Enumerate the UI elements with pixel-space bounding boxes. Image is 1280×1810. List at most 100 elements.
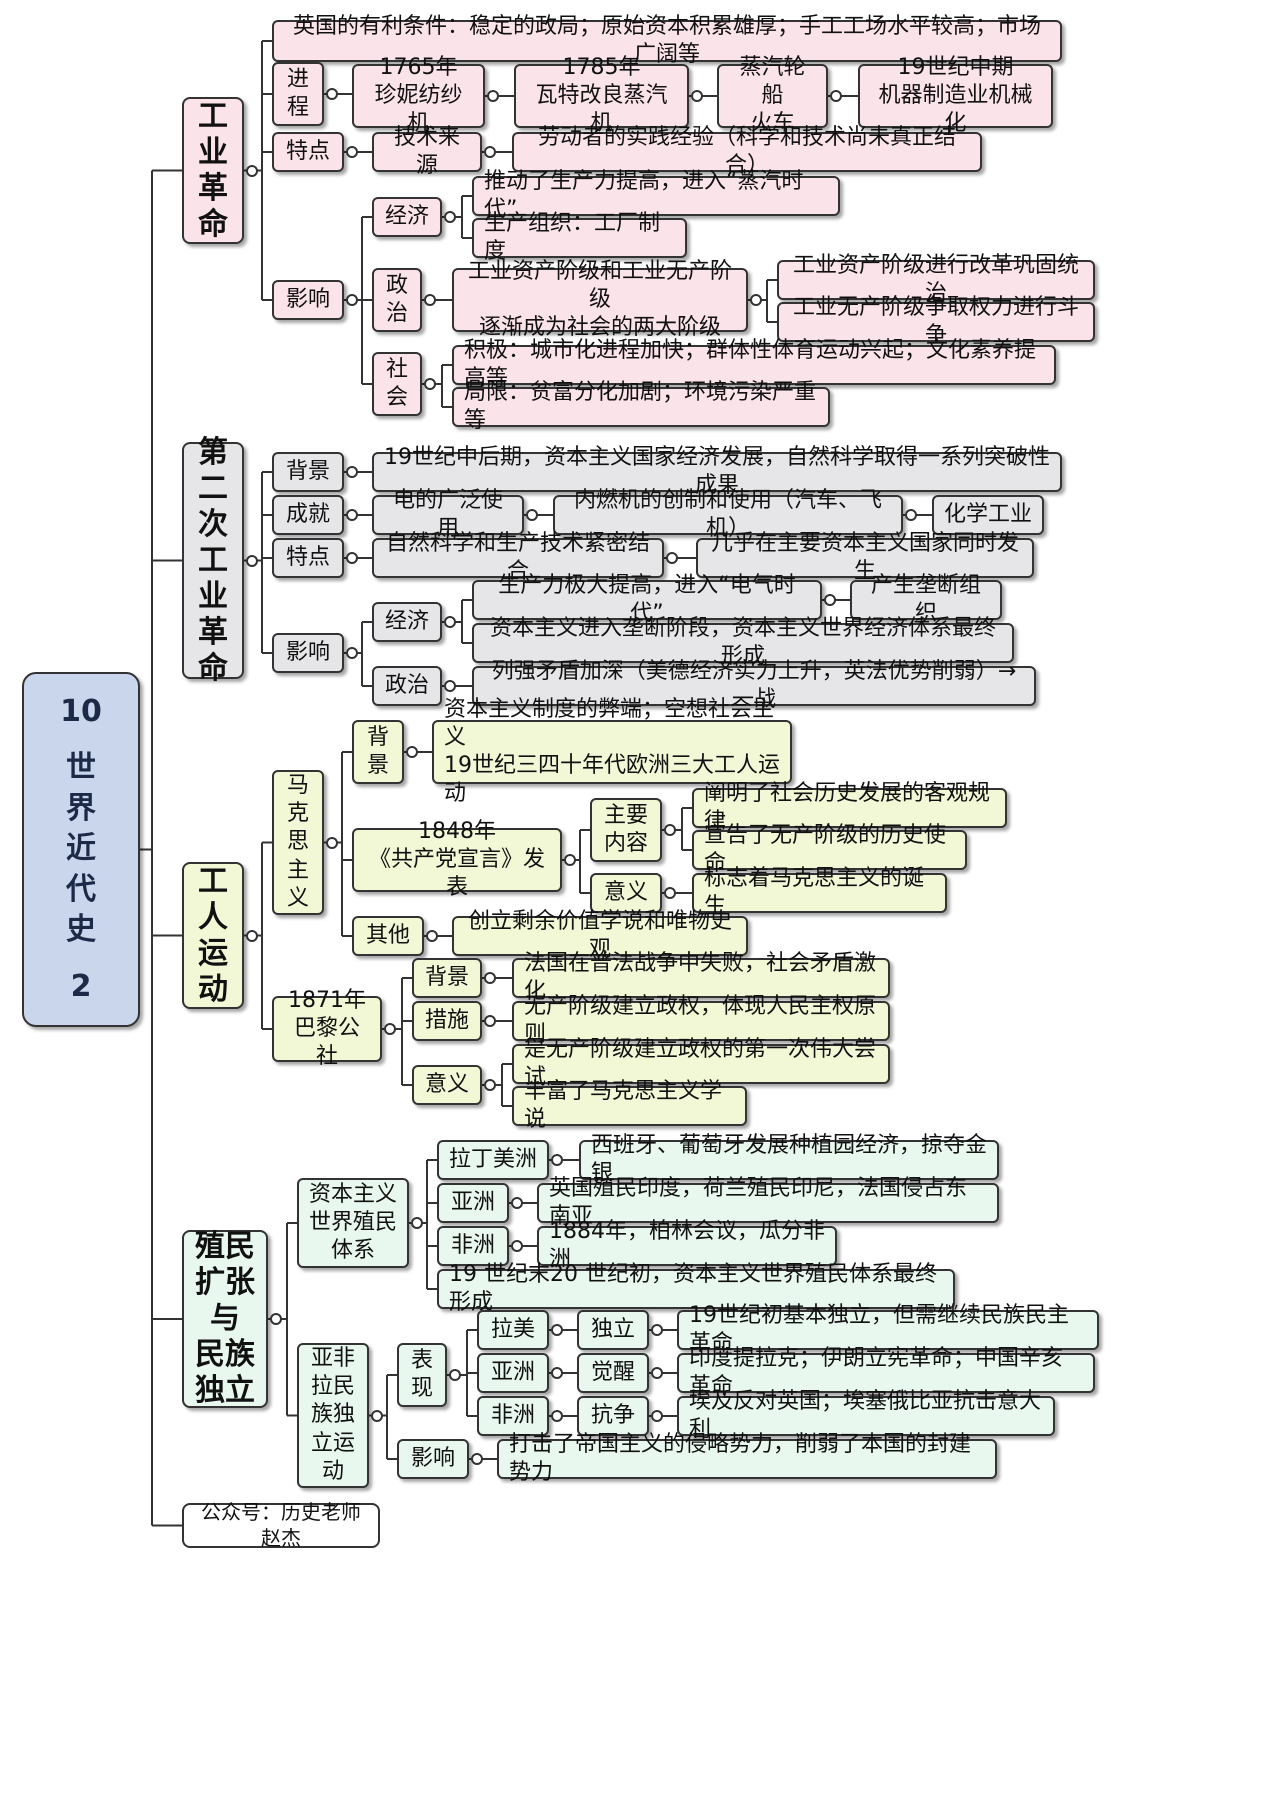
connector-knot: [564, 854, 576, 866]
meaning-text: 标志着马克思主义的诞生: [692, 866, 947, 919]
connector-knot: [406, 746, 418, 758]
perf-latin-type: 独立: [577, 1310, 649, 1350]
connector-knot: [905, 509, 917, 521]
paris-bg-text: 法国在普法战争中失败，社会矛盾激化: [512, 951, 890, 1004]
paris-meaning-label: 意义: [412, 1065, 482, 1105]
perf-africa-type: 抗争: [577, 1396, 649, 1436]
connector-knot: [526, 509, 538, 521]
connector-knot: [346, 294, 358, 306]
connector-knot: [444, 616, 456, 628]
perf-latin-region: 拉美: [477, 1310, 549, 1350]
region-asia-label: 亚洲: [437, 1183, 509, 1223]
impact-label: 影响: [272, 280, 344, 320]
society-positive: 积极：城市化进程加快；群体性体育运动兴起；文化素养提高等: [452, 338, 1056, 391]
politics-sub-proletariat: 工业无产阶级争取权力进行斗争: [777, 295, 1095, 348]
bg-text-3: 资本主义制度的弊端；空想社会主义 19世纪三四十年代欧洲三大工人运动: [432, 697, 792, 806]
connector-knot: [487, 90, 499, 102]
paris-measure-label: 措施: [412, 1001, 482, 1041]
connector-knot: [664, 887, 676, 899]
region-africa-text: 1884年，柏林会议，瓜分非洲: [537, 1219, 837, 1272]
content-item-mission: 宣告了无产阶级的历史使命: [692, 823, 967, 876]
connector-knot: [246, 164, 258, 177]
connector-knot: [551, 1324, 563, 1336]
paris-bg-label: 背景: [412, 958, 482, 998]
perf-asia-type: 觉醒: [577, 1353, 649, 1393]
topic-workers-movement: 工 人 运 动: [182, 862, 244, 1009]
root-page: 2: [70, 968, 92, 1004]
meaning-label: 意义: [590, 873, 662, 913]
colonial-system: 资本主义 世界殖民 体系: [297, 1178, 409, 1268]
connector-knot: [326, 88, 338, 100]
topic-industrial-revolution: 工 业 革 命: [182, 97, 244, 244]
region-africa-label: 非洲: [437, 1226, 509, 1266]
process-step-steam: 蒸汽轮船 火车: [717, 55, 828, 136]
perf-asia-region: 亚洲: [477, 1353, 549, 1393]
region-latin-america-text: 西班牙、葡萄牙发展种植园经济，掠夺金银: [579, 1133, 999, 1186]
bg-label-3: 背 景: [352, 720, 404, 784]
econ-2-electric-age: 生产力极大提高，进入“电气时代”: [472, 573, 822, 626]
achievement-electricity: 电的广泛使用: [372, 488, 524, 541]
connector-knot: [371, 1409, 383, 1422]
connector-knot: [651, 1410, 663, 1422]
econ-2-monopoly-org: 产生垄断组织: [850, 573, 1002, 626]
feature-source: 技术来源: [372, 125, 482, 178]
connector-knot: [246, 554, 258, 567]
connector-knot: [449, 1369, 461, 1381]
impact-label-4: 影响: [397, 1439, 469, 1479]
politics-label: 政 治: [372, 268, 422, 332]
connector-knot: [750, 294, 762, 306]
topic-second-industrial-revolution: 第 二 次 工 业 革 命: [182, 435, 244, 686]
connector-knot: [484, 146, 496, 158]
society-limits: 局限：贫富分化加剧；环境污染严重等: [452, 380, 830, 433]
process-step-1765: 1765年 珍妮纺纱机: [352, 55, 485, 136]
connector-knot: [651, 1367, 663, 1379]
manifesto-box: 1848年 《共产党宣言》发表: [352, 819, 562, 900]
connector-knot: [384, 1023, 396, 1035]
paris-meaning-enrich: 丰富了马克思主义学说: [512, 1079, 747, 1132]
connector-knot: [484, 1079, 496, 1091]
perf-latin-text: 19世纪初基本独立，但需继续民族民主革命: [677, 1303, 1099, 1356]
conditions-box: 英国的有利条件：稳定的政局；原始资本积累雄厚；手工工场水平较高；市场广阔等: [272, 14, 1062, 67]
connector-knot: [824, 594, 836, 606]
econ-2-monopoly-stage: 资本主义进入垄断阶段，资本主义世界经济体系最终形成: [472, 616, 1014, 669]
feature-text: 劳动者的实践经验（科学和技术尚未真正结合）: [512, 125, 982, 178]
paris-commune: 1871年 巴黎公社: [272, 988, 382, 1069]
connector-knot: [346, 466, 358, 478]
root-title: 世 界 近 代 史: [66, 750, 96, 948]
other-label: 其他: [352, 916, 424, 956]
connector-knot: [444, 211, 456, 223]
other-text: 创立剩余价值学说和唯物史观: [452, 909, 748, 962]
connector-knot: [346, 552, 358, 564]
feature-2-combine: 自然科学和生产技术紧密结合: [372, 531, 664, 584]
process-label: 进 程: [272, 62, 324, 126]
connector-knot: [484, 1015, 496, 1027]
connector-knot: [664, 824, 676, 836]
feature-label: 特点: [272, 132, 344, 172]
topic-colonial-expansion: 殖民 扩张 与 民族 独立: [182, 1229, 268, 1408]
impact-text-4: 打击了帝国主义的侵略势力，削弱了本国的封建势力: [497, 1432, 997, 1485]
connector-knot: [411, 1217, 423, 1229]
footer-credit: 公众号：历史老师赵杰: [182, 1500, 380, 1550]
marxism-label: 马 克 思 主 义: [272, 770, 324, 915]
econ-label-2: 经济: [372, 602, 442, 642]
region-latin-america-label: 拉丁美洲: [437, 1140, 549, 1180]
feature-2-simultaneous: 几乎在主要资本主义国家同时发生: [696, 531, 1034, 584]
politics-main: 工业资产阶级和工业无产阶级 逐渐成为社会的两大阶级: [452, 259, 748, 340]
connector-knot: [551, 1367, 563, 1379]
independence-movements: 亚非 拉民 族独 立运 动: [297, 1343, 369, 1488]
achievement-label: 成就: [272, 495, 344, 535]
connector-knot: [830, 90, 842, 102]
performance-label: 表 现: [397, 1343, 447, 1407]
politics-2-text: 列强矛盾加深（美德经济实力上升，英法优势削弱）→一战: [472, 659, 1036, 712]
connector-knot: [444, 680, 456, 692]
process-step-1785: 1785年 瓦特改良蒸汽机: [514, 55, 689, 136]
achievement-chemical: 化学工业: [932, 495, 1044, 535]
society-label: 社 会: [372, 352, 422, 416]
connector-knot: [651, 1324, 663, 1336]
connector-knot: [471, 1453, 483, 1465]
perf-africa-text: 埃及反对英国；埃塞俄比亚抗击意大利: [677, 1389, 1055, 1442]
connector-knot: [691, 90, 703, 102]
politics-sub-bourgeois: 工业资产阶级进行改革巩固统治: [777, 253, 1095, 306]
